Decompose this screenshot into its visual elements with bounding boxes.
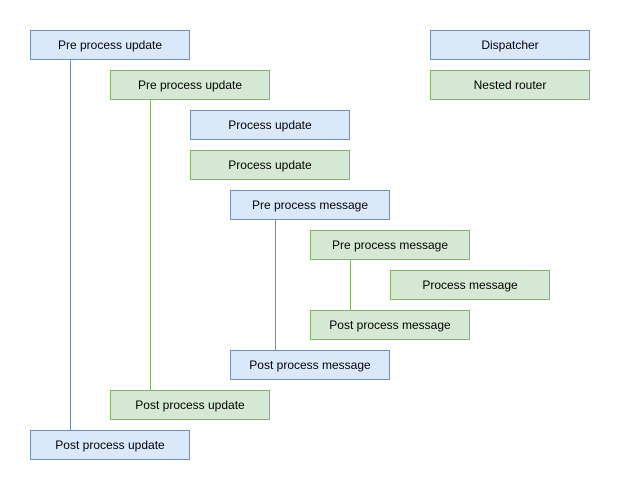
edge-pre-message-to-post-message-dispatcher[interactable] xyxy=(275,220,276,350)
node-pre-process-update-dispatcher[interactable]: Pre process update xyxy=(30,30,190,60)
node-post-process-message-dispatcher[interactable]: Post process message xyxy=(230,350,390,380)
node-process-message-nested[interactable]: Process message xyxy=(390,270,550,300)
legend-item-dispatcher[interactable]: Dispatcher xyxy=(430,30,590,60)
node-pre-process-message-nested[interactable]: Pre process message xyxy=(310,230,470,260)
node-post-process-update-dispatcher[interactable]: Post process update xyxy=(30,430,190,460)
edge-pre-message-to-post-message-nested[interactable] xyxy=(350,260,351,310)
node-post-process-message-nested[interactable]: Post process message xyxy=(310,310,470,340)
edge-pre-update-to-post-update-dispatcher[interactable] xyxy=(70,60,71,430)
edge-pre-update-to-post-update-nested[interactable] xyxy=(150,100,151,390)
legend-item-nested-router[interactable]: Nested router xyxy=(430,70,590,100)
node-pre-process-update-nested[interactable]: Pre process update xyxy=(110,70,270,100)
node-post-process-update-nested[interactable]: Post process update xyxy=(110,390,270,420)
node-pre-process-message-dispatcher[interactable]: Pre process message xyxy=(230,190,390,220)
node-process-update-nested[interactable]: Process update xyxy=(190,150,350,180)
node-process-update-dispatcher[interactable]: Process update xyxy=(190,110,350,140)
